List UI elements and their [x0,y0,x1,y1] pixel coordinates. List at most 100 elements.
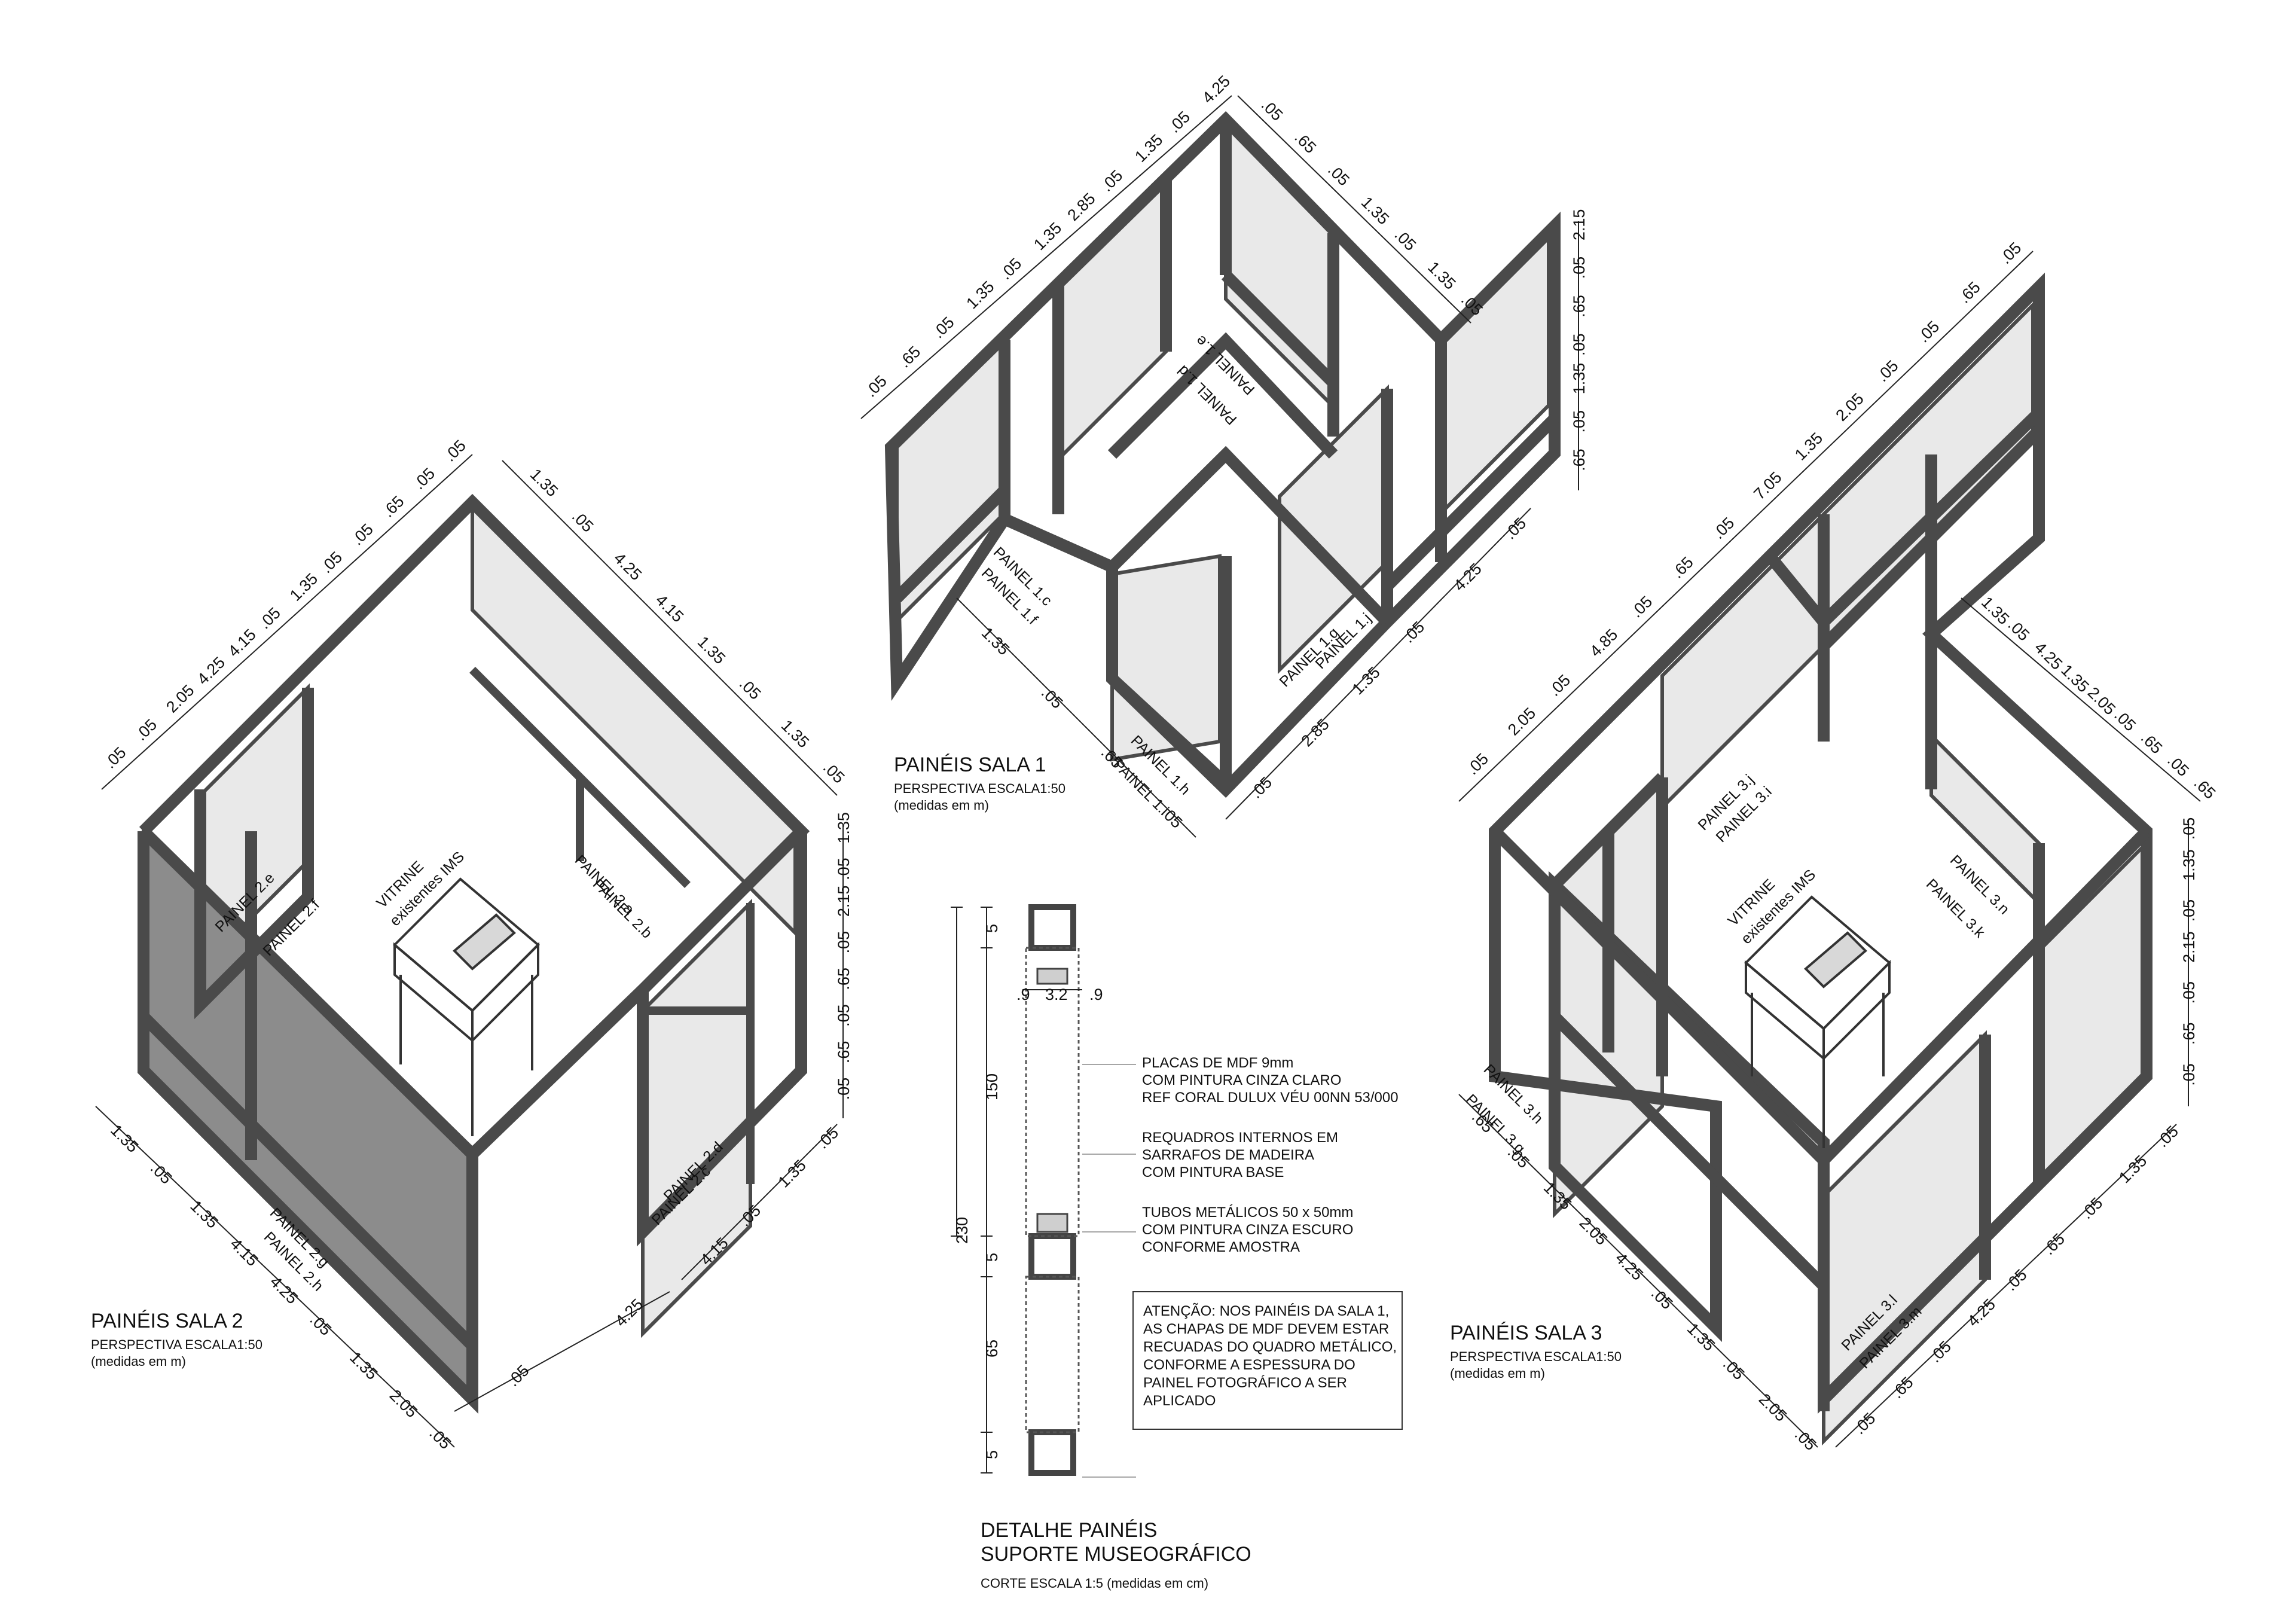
sala1-dimension-label: 1.35 [1131,131,1166,166]
sala1-dimension-label: .05 [1038,684,1067,712]
sala1-dimension-label: .05 [1570,410,1588,433]
detail-warning-line: AS CHAPAS DE MDF DEVEM ESTAR [1143,1321,1389,1337]
sala2-units: (medidas em m) [91,1354,186,1369]
sala3-dimension-label: 2.05 [2084,684,2119,718]
sala3-dimension-label: .05 [2153,1122,2182,1151]
sala2-dimension-label: .05 [835,858,853,880]
sala1-dimension-label: 1.35 [1358,193,1393,228]
sala1-title: PAINÉIS SALA 1 [894,753,1046,776]
sala2-dimension-label: 4.15 [652,591,687,626]
detail-title-line: SUPORTE MUSEOGRÁFICO [981,1543,1251,1566]
sala1-dimension-label: 2.85 [1064,190,1098,224]
sala3-dimension-label: .05 [2164,751,2193,780]
sala2-dimension-label: .05 [835,1004,853,1027]
sala1-dimension-line [1225,508,1531,820]
sala3-dimension-line [1458,1094,1818,1448]
detail-vertical-dim: 230 [953,1217,971,1244]
sala1-dimension-label: .65 [1570,295,1588,318]
sala2-dimension-line [502,460,838,796]
sala2-panel-label: PAINEL 2.b [590,875,655,941]
detail-warning-box [1132,1291,1403,1430]
sala3-dimension-line [1835,1124,2177,1448]
sala3-dimension-label: .65 [2138,729,2166,758]
sala2-dimension-label: .65 [835,968,853,990]
sala2-dimension-label: .05 [835,1078,853,1100]
detail-subtitle: CORTE ESCALA 1:5 (medidas em cm) [981,1576,1208,1591]
detail-section-drawing [951,904,1403,1478]
sala3-dimension-label: .05 [2180,981,2198,1004]
detail-vertical-dim: 150 [983,1073,1001,1100]
sala3-dimension-label: .05 [2180,1063,2198,1086]
sala2-dimension-line [681,1124,838,1280]
sala1-dimension-label: 1.35 [1570,363,1588,395]
sala3-dimension-label: 1.35 [1791,429,1826,463]
detail-warning-line: RECUADAS DO QUADRO METÁLICO, [1143,1339,1397,1355]
sala2-dimension-label: 4.25 [194,654,228,688]
sala3-units: (medidas em m) [1450,1366,1545,1381]
sala3-dimension-label: 2.05 [1504,704,1539,739]
sala2-dimension-label: 2.15 [835,886,853,917]
sala3-dimension-label: .05 [1720,1355,1748,1384]
sala1-dimension-label: .05 [1570,257,1588,279]
sala2-dimension-label: 1.35 [778,716,813,751]
sala2-dimension-label: 2.05 [163,681,197,716]
sala3-dimension-label: 4.85 [1586,626,1621,660]
sala1-dimension-label: .65 [1570,449,1588,471]
detail-top-tube [1028,904,1076,951]
sala2-dimension-label: 1.35 [775,1156,810,1191]
detail-leader-lines [1082,1064,1136,1478]
detail-note-line: PLACAS DE MDF 9mm [1142,1055,1293,1071]
sala2-dimension-label: .05 [814,1124,842,1152]
sala2-dimension-label: .05 [426,1424,454,1453]
detail-vertical-dim: 5 [983,1450,1001,1459]
detail-title-line: DETALHE PAINÉIS [981,1519,1157,1542]
sala1-units: (medidas em m) [894,798,989,813]
sala1-outer-frame [884,111,1561,798]
sala2-dimension-label: 1.35 [107,1121,142,1156]
sala2-dimension-label: 1.35 [835,812,853,844]
sala3-dimension-label: .05 [2180,899,2198,922]
sala2-dimension-label: 1.35 [286,570,321,605]
sala1-dimension-line [860,95,1232,419]
sala3-dimension-label: 4.25 [1964,1295,1999,1330]
sala1-drawing [884,111,1561,798]
sala2-dimension-line [101,454,473,790]
sala1-dimension-label: 1.35 [1030,219,1065,254]
sala3-dimension-label: 1.35 [1978,593,2013,628]
sala2-title: PAINÉIS SALA 2 [91,1310,243,1332]
sala1-dimension-label: 2.15 [1570,209,1588,241]
sala2-drawing [138,493,810,1414]
sala3-dimension-label: 7.05 [1750,468,1785,503]
sala1-dimension-label: .05 [1400,618,1428,646]
sala1-dimension-label: 1.35 [1349,663,1384,698]
sala3-dimension-label: .65 [1888,1373,1917,1402]
sala3-dimension-label: .65 [2039,1230,2068,1258]
sala2-vitrine [393,877,540,1136]
sala1-dimension-label: .05 [1247,773,1276,802]
sala2-dimension-label: .05 [504,1361,533,1390]
sala3-dimension-label: .05 [2078,1194,2106,1222]
sala1-dimension-label: 1.35 [1424,258,1459,293]
sala3-inner-frames [1490,408,2151,1411]
detail-wood-top [1036,968,1068,985]
detail-warning-line: CONFORME A ESPESSURA DO [1143,1357,1355,1373]
sala3-dimension-label: .05 [2002,1265,2031,1294]
detail-wood-bottom [1036,1213,1068,1233]
detail-note-line: COM PINTURA CINZA CLARO [1142,1072,1341,1088]
detail-warning-line: ATENÇÃO: NOS PAINÉIS DA SALA 1, [1143,1303,1389,1319]
sala3-dimension-label: 2.05 [1832,390,1867,425]
detail-bottom-tube [1028,1429,1076,1476]
sala2-dimension-label: 1.35 [694,633,729,667]
sala3-dimension-label: 4.25 [2031,638,2066,673]
detail-note-line: CONFORME AMOSTRA [1142,1239,1300,1255]
sala2-dimension-label: .05 [147,1159,176,1188]
sala2-dimension-label: .05 [306,1310,335,1339]
sala3-dimension-line [1961,597,2201,802]
detail-vertical-dim: 5 [983,1253,1001,1262]
sala2-dimension-label: 4.15 [227,1235,261,1270]
detail-note-line: COM PINTURA BASE [1142,1164,1284,1180]
sala1-dimension-label: .05 [1570,333,1588,356]
sala2-dimension-label: 1.35 [346,1349,381,1383]
sala2-frames [138,493,810,1414]
